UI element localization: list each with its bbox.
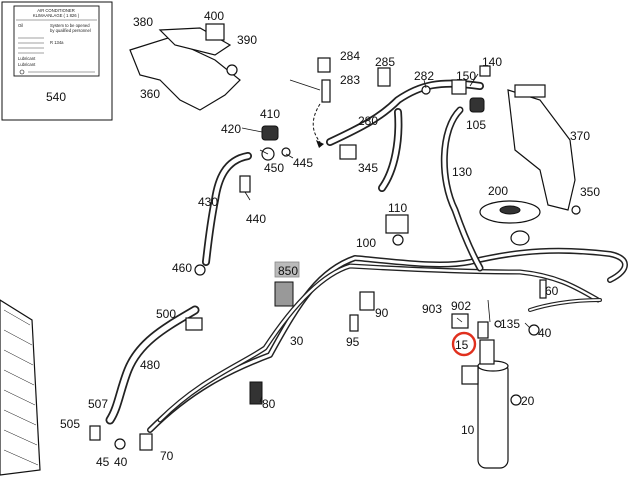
small-parts xyxy=(89,57,581,451)
callout-430: 430 xyxy=(198,195,218,209)
callout-480: 480 xyxy=(140,358,160,372)
callout-505: 505 xyxy=(60,417,80,431)
callout-345: 345 xyxy=(358,161,378,175)
callout-60: 60 xyxy=(545,284,559,298)
callout-390: 390 xyxy=(237,33,257,47)
callout-105: 105 xyxy=(466,118,486,132)
highlight-circle-15 xyxy=(451,331,477,357)
label-line-1: AIR CONDITIONER xyxy=(37,8,74,13)
callout-507: 507 xyxy=(88,397,108,411)
callout-283: 283 xyxy=(340,73,360,87)
callout-30: 30 xyxy=(290,334,304,348)
label-line-6: R 134a xyxy=(50,40,64,45)
callout-540: 540 xyxy=(46,90,66,104)
callout-410: 410 xyxy=(260,107,280,121)
callout-40-lower: 40 xyxy=(114,455,128,469)
ac-label-box: AIR CONDITIONER KLIMAANLAGE ( 1 826 ) Oi… xyxy=(1,1,113,121)
bracket-360 xyxy=(129,23,241,111)
callout-420: 420 xyxy=(221,122,241,136)
callout-450: 450 xyxy=(264,161,284,175)
callout-130: 130 xyxy=(452,165,472,179)
callout-150: 150 xyxy=(456,69,476,83)
label-line-7: Lubricant xyxy=(18,56,36,61)
callout-370: 370 xyxy=(570,129,590,143)
callout-460: 460 xyxy=(172,261,192,275)
callout-350: 350 xyxy=(580,185,600,199)
accumulator-200 xyxy=(479,200,541,246)
callout-10: 10 xyxy=(461,423,475,437)
callout-45: 45 xyxy=(96,455,110,469)
label-line-5: by qualified personnel xyxy=(50,28,91,33)
callout-445: 445 xyxy=(293,156,313,170)
callout-285: 285 xyxy=(375,55,395,69)
refrigerant-lines xyxy=(105,79,628,433)
callout-140: 140 xyxy=(482,55,502,69)
callout-850: 850 xyxy=(278,264,298,278)
label-line-2: KLIMAANLAGE ( 1 826 ) xyxy=(33,13,80,18)
callout-500: 500 xyxy=(156,307,176,321)
callout-284: 284 xyxy=(340,49,360,63)
callout-70: 70 xyxy=(160,449,174,463)
callout-135: 135 xyxy=(500,317,520,331)
callout-80: 80 xyxy=(262,397,276,411)
callout-380: 380 xyxy=(133,15,153,29)
callout-110: 110 xyxy=(388,201,407,215)
label-line-3: Oil xyxy=(18,23,23,28)
callout-360: 360 xyxy=(140,87,160,101)
callout-90: 90 xyxy=(375,306,389,320)
callout-902: 902 xyxy=(451,299,471,313)
bracket-370 xyxy=(507,84,576,211)
callout-labels: 380 400 390 360 284 283 285 282 140 150 … xyxy=(60,9,600,469)
callout-282: 282 xyxy=(414,69,434,83)
callout-903: 903 xyxy=(422,302,442,316)
callout-20: 20 xyxy=(521,394,535,408)
callout-40: 40 xyxy=(538,326,552,340)
callout-15: 15 xyxy=(455,338,469,352)
callout-400: 400 xyxy=(204,9,224,23)
leader-lines xyxy=(241,73,531,403)
callout-100: 100 xyxy=(356,236,376,250)
condenser xyxy=(0,299,41,476)
part-850-box xyxy=(274,261,300,278)
callout-200: 200 xyxy=(488,184,508,198)
callout-280: 280 xyxy=(358,114,378,128)
callout-95: 95 xyxy=(346,335,360,349)
receiver-drier xyxy=(461,339,509,469)
callout-440: 440 xyxy=(246,212,266,226)
label-line-4: System to be opened xyxy=(50,23,90,28)
label-line-8: Lubricant xyxy=(18,62,36,67)
